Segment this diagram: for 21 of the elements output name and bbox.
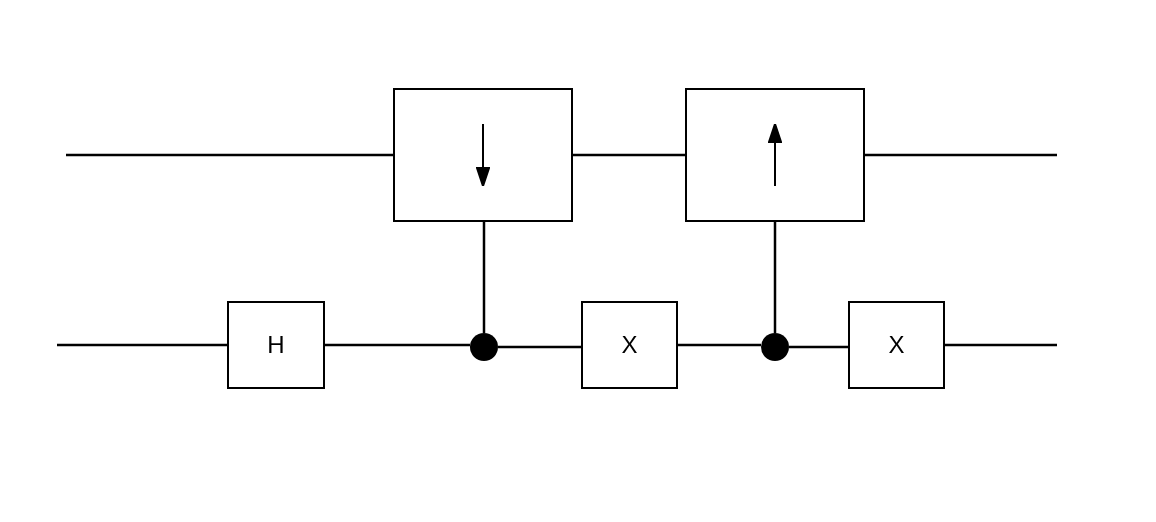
gate-box [581, 301, 678, 389]
qubit-wire [865, 153, 1057, 157]
qubit-wire [678, 343, 761, 347]
control-line [482, 222, 486, 333]
control-line [773, 222, 777, 333]
gate-label: H [267, 331, 285, 359]
qubit-wire [325, 343, 470, 347]
qubit-wire [66, 153, 393, 157]
qubit-wire [57, 343, 227, 347]
qubit-wire [945, 343, 1057, 347]
qubit-wire [573, 153, 685, 157]
qubit-wire [498, 345, 581, 349]
control-dot [470, 333, 498, 361]
gate-box [848, 301, 945, 389]
operator-box [393, 88, 573, 222]
qubit-wire [789, 345, 848, 349]
gate-label: X [621, 331, 638, 359]
gate-box [227, 301, 325, 389]
gate-label: X [888, 331, 905, 359]
operator-box [685, 88, 865, 222]
control-dot [761, 333, 789, 361]
